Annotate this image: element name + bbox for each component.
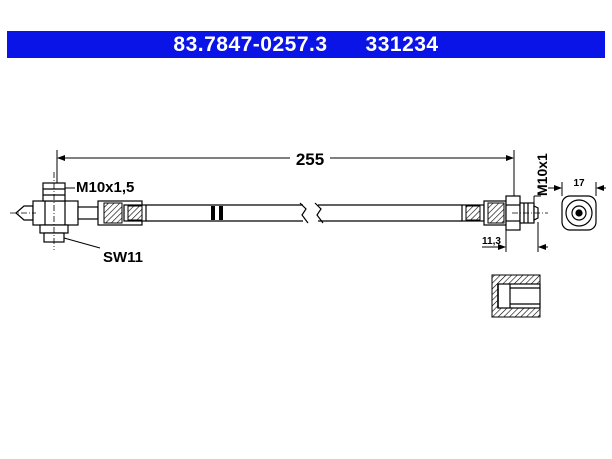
length-dimension xyxy=(56,150,515,200)
ref-number: 331234 xyxy=(365,32,439,56)
end-view xyxy=(561,195,597,231)
thread-right-label: M10x1 xyxy=(534,153,550,196)
length-label: 255 xyxy=(296,150,324,169)
title-bar: 83.7847-0257.3 331234 xyxy=(7,31,605,58)
end-diameter-label: 17 xyxy=(573,178,585,189)
wrench-size-label: SW11 xyxy=(103,249,143,266)
section-detail xyxy=(491,274,541,318)
part-number: 83.7847-0257.3 xyxy=(173,32,328,56)
end-length-label: 11,3 xyxy=(482,236,501,247)
thread-left-label: M10x1,5 xyxy=(76,179,134,196)
hose xyxy=(146,202,462,224)
